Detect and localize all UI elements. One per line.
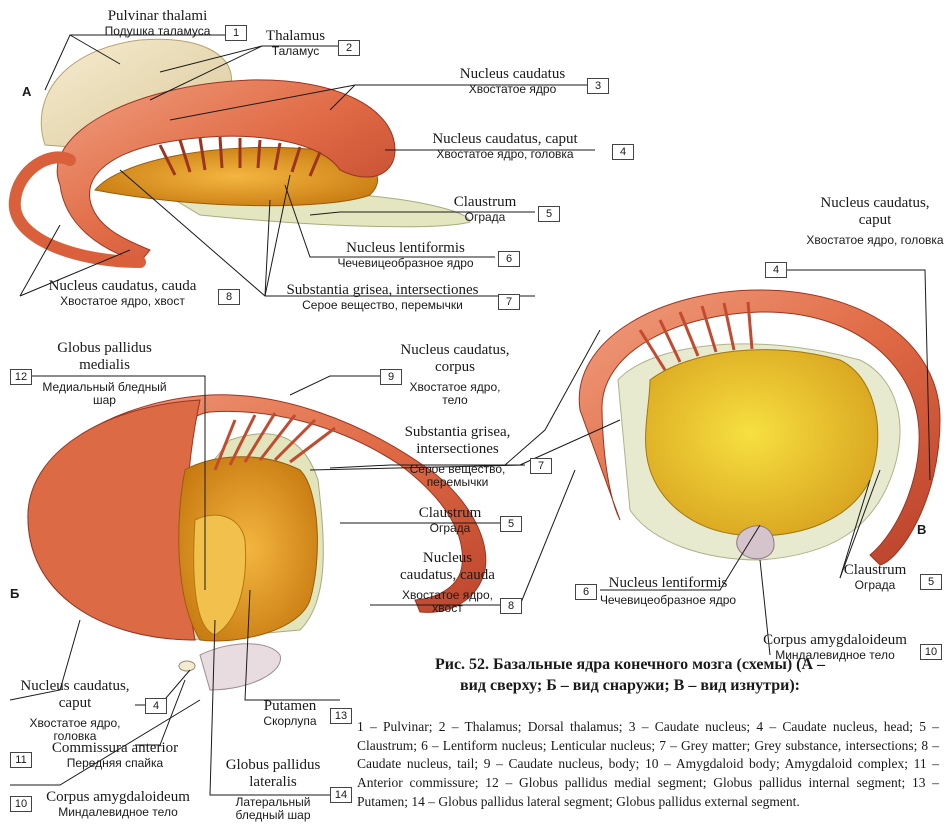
label-putamen: Putamen Скорлупа (250, 698, 330, 729)
label-intersectiones-a-latin: Substantia grisea, intersectiones (270, 282, 495, 299)
label-intersectiones-b-latin: Substantia grisea, intersectiones (390, 424, 525, 459)
label-pulvinar: Pulvinar thalami Подушка таламуса (85, 8, 230, 39)
label-cauda-b: Nucleus caudatus, cauda Хвостатое ядро, … (400, 550, 495, 616)
label-thalamus-ru: Таламус (258, 45, 333, 59)
label-gp-lateralis: Globus pallidus lateralis Латеральный бл… (218, 757, 328, 823)
label-cauda-b-latin: Nucleus caudatus, cauda (400, 550, 495, 585)
label-commissura-latin: Commissura anterior (40, 740, 190, 757)
label-caudatus-latin: Nucleus caudatus (440, 66, 585, 83)
label-lentiformis-v-ru: Чечевицеобразное ядро (598, 594, 738, 608)
label-amygdala-v-latin: Corpus amygdaloideum (750, 632, 920, 649)
label-claustrum-v-latin: Claustrum (830, 562, 920, 579)
label-commissura-num: 11 (10, 752, 32, 768)
amygdala-b-shape (200, 644, 280, 690)
lentiform-v-shape (646, 350, 878, 536)
label-gp-medialis: Globus pallidus medialis Медиальный блед… (42, 340, 167, 408)
label-caput-a: Nucleus caudatus, caput Хвостатое ядро, … (410, 131, 600, 162)
label-thalamus-num: 2 (338, 40, 360, 56)
label-cauda-b-num: 8 (500, 598, 522, 614)
label-amygdala-b: Corpus amygdaloideum Миндалевидное тело (38, 789, 198, 820)
panel-letter-b: Б (10, 586, 19, 601)
label-caput-v-num: 4 (765, 262, 787, 278)
label-putamen-ru: Скорлупа (250, 715, 330, 729)
label-gp-lateralis-num: 14 (330, 787, 352, 803)
label-amygdala-b-num: 10 (10, 796, 32, 812)
panel-letter-a: А (22, 84, 31, 99)
label-pulvinar-latin: Pulvinar thalami (85, 8, 230, 25)
figure-caption: Рис. 52. Базальные ядра конечного мозга … (430, 655, 830, 697)
label-lentiformis-v: Nucleus lentiformis Чечевицеобразное ядр… (598, 575, 738, 608)
label-cauda-b-ru: Хвостатое ядро, хвост (400, 589, 495, 617)
label-lentiformis-a: Nucleus lentiformis Чечевицеобразное ядр… (318, 240, 493, 271)
label-caput-b-latin: Nucleus caudatus, caput (15, 678, 135, 713)
label-corpus-latin: Nucleus caudatus, corpus (400, 342, 510, 377)
label-claustrum-v-ru: Ограда (830, 579, 920, 593)
label-lentiformis-v-num: 6 (575, 584, 597, 600)
label-cauda-a-latin: Nucleus caudatus, cauda (35, 278, 210, 295)
label-thalamus-latin: Thalamus (258, 28, 333, 45)
label-claustrum-a: Claustrum Ограда (440, 194, 530, 225)
label-commissura-ru: Передняя спайка (40, 757, 190, 771)
caudate-b-head (28, 400, 200, 640)
label-caput-a-latin: Nucleus caudatus, caput (410, 131, 600, 148)
label-corpus: Nucleus caudatus, corpus Хвостатое ядро,… (400, 342, 510, 408)
label-gp-lateralis-ru: Латеральный бледный шар (218, 796, 328, 824)
label-caudatus: Nucleus caudatus Хвостатое ядро (440, 66, 585, 97)
label-intersectiones-b-num: 7 (530, 458, 552, 474)
label-cauda-a: Nucleus caudatus, cauda Хвостатое ядро, … (35, 278, 210, 309)
label-claustrum-b-num: 5 (500, 516, 522, 532)
label-caudatus-num: 3 (587, 78, 609, 94)
label-intersectiones-b-ru: Серое вещество, перемычки (390, 463, 525, 491)
label-caput-v: Nucleus caudatus, caput Хвостатое ядро, … (805, 195, 945, 247)
label-claustrum-b-latin: Claustrum (405, 505, 495, 522)
label-caput-b-num: 4 (145, 698, 167, 714)
label-caput-v-latin: Nucleus caudatus, caput (805, 195, 945, 230)
label-intersectiones-a-num: 7 (498, 294, 520, 310)
label-lentiformis-a-num: 6 (498, 251, 520, 267)
label-amygdala-b-ru: Миндалевидное тело (38, 806, 198, 820)
label-putamen-num: 13 (330, 708, 352, 724)
label-lentiformis-a-latin: Nucleus lentiformis (318, 240, 493, 257)
label-lentiformis-a-ru: Чечевицеобразное ядро (318, 257, 493, 271)
label-gp-medialis-ru: Медиальный бледный шар (42, 381, 167, 409)
label-gp-lateralis-latin: Globus pallidus lateralis (218, 757, 328, 792)
label-thalamus: Thalamus Таламус (258, 28, 333, 59)
label-intersectiones-a: Substantia grisea, intersectiones Серое … (270, 282, 495, 313)
label-caudatus-ru: Хвостатое ядро (440, 83, 585, 97)
label-intersectiones-b: Substantia grisea, intersectiones Серое … (390, 424, 525, 490)
label-cauda-a-num: 8 (218, 289, 240, 305)
label-gp-medialis-num: 12 (10, 369, 32, 385)
label-claustrum-b-ru: Ограда (405, 522, 495, 536)
label-amygdala-v-num: 10 (920, 644, 942, 660)
panel-letter-v: В (917, 522, 926, 537)
label-commissura: Commissura anterior Передняя спайка (40, 740, 190, 771)
label-caput-a-num: 4 (612, 144, 634, 160)
label-caput-a-ru: Хвостатое ядро, головка (410, 148, 600, 162)
commissure-b-shape (179, 661, 195, 671)
figure-legend: 1 – Pulvinar; 2 – Thalamus; Dorsal thala… (357, 718, 939, 811)
label-claustrum-v-num: 5 (920, 574, 942, 590)
label-pulvinar-num: 1 (225, 25, 247, 41)
label-claustrum-a-ru: Ограда (440, 211, 530, 225)
panel-a-drawing (15, 39, 470, 262)
label-pulvinar-ru: Подушка таламуса (85, 25, 230, 39)
label-lentiformis-v-latin: Nucleus lentiformis (598, 575, 738, 592)
label-gp-medialis-latin: Globus pallidus medialis (42, 340, 167, 375)
label-corpus-ru: Хвостатое ядро, тело (400, 381, 510, 409)
label-claustrum-a-num: 5 (538, 206, 560, 222)
label-caput-v-ru: Хвостатое ядро, головка (805, 234, 945, 248)
label-claustrum-v: Claustrum Ограда (830, 562, 920, 593)
label-caput-b: Nucleus caudatus, caput Хвостатое ядро, … (15, 678, 135, 744)
label-intersectiones-a-ru: Серое вещество, перемычки (270, 299, 495, 313)
label-claustrum-b: Claustrum Ограда (405, 505, 495, 536)
label-putamen-latin: Putamen (250, 698, 330, 715)
label-corpus-num: 9 (380, 369, 402, 385)
panel-v-drawing (579, 290, 940, 565)
label-cauda-a-ru: Хвостатое ядро, хвост (35, 295, 210, 309)
label-claustrum-a-latin: Claustrum (440, 194, 530, 211)
label-amygdala-b-latin: Corpus amygdaloideum (38, 789, 198, 806)
